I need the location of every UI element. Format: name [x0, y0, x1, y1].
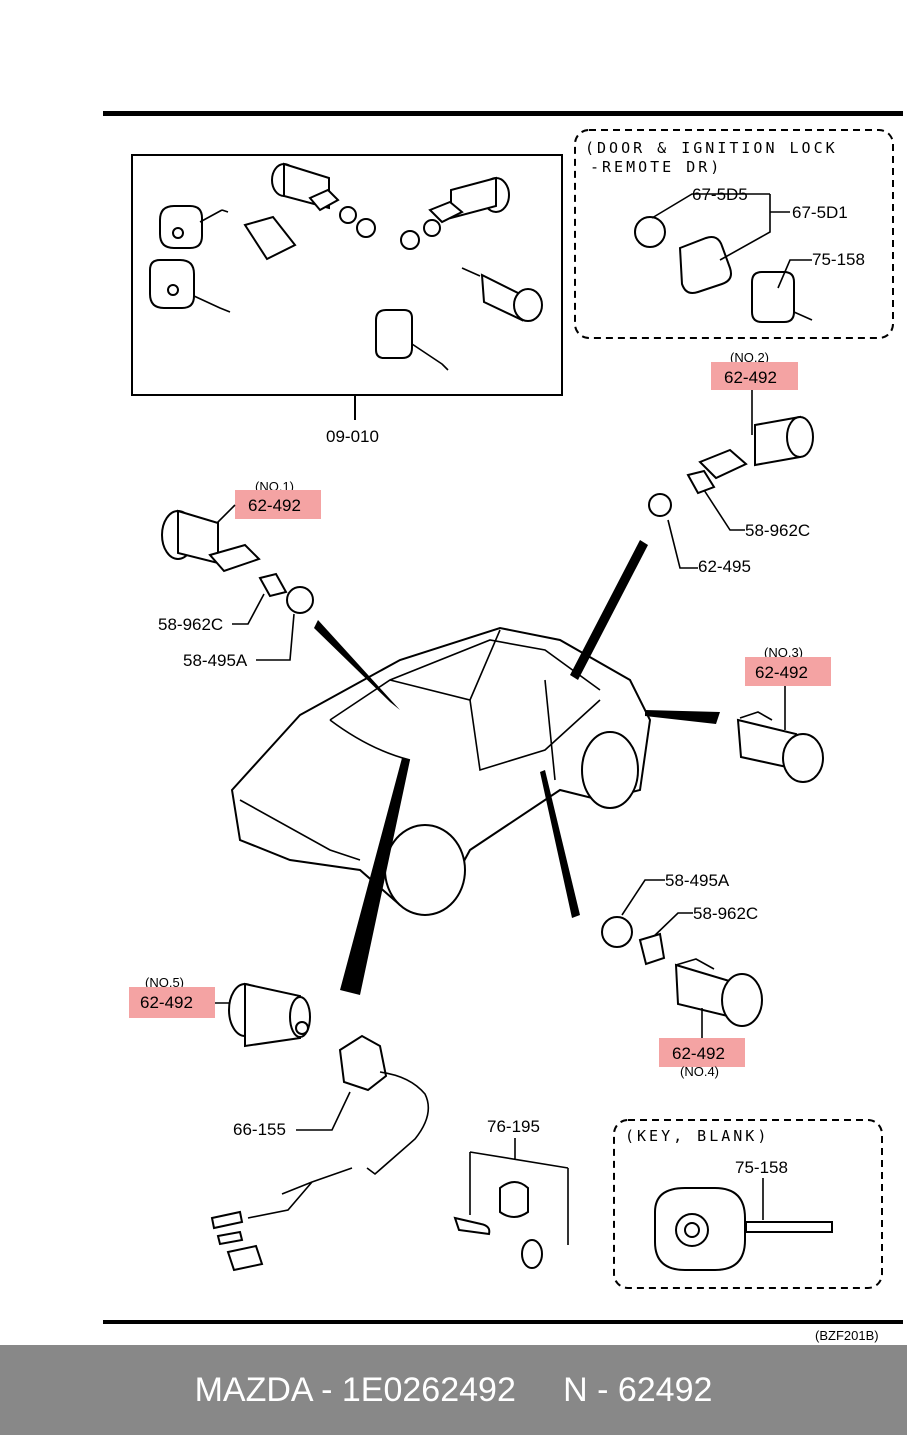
no2-washer-leader — [667, 519, 698, 569]
pointer-no2 — [570, 540, 648, 680]
key-remote-leader — [777, 259, 812, 289]
set-box — [131, 154, 563, 396]
no4-highlight — [659, 1038, 745, 1067]
footer-code: N - 62492 — [563, 1370, 713, 1409]
no3-lock — [736, 711, 824, 783]
switch-label: 66-155 — [233, 1120, 286, 1139]
no5-tag: (NO.5) — [145, 975, 184, 990]
bulb-bracket — [469, 1138, 569, 1245]
no4-part-label: 62-492 — [672, 1044, 725, 1063]
remote-box-title-2: -REMOTE DR) — [590, 158, 722, 176]
no2-tag: (NO.2) — [730, 350, 769, 365]
no2-part-label: 62-492 — [724, 368, 777, 387]
no2-sleeve-label: 58-962C — [745, 521, 810, 540]
bulb-label: 76-195 — [487, 1117, 540, 1136]
no4-washer-label: 58-495A — [665, 871, 730, 890]
remote-box — [574, 129, 894, 339]
parts-diagram: 09-010 (DOOR & IGNITION LOCK -REMOTE DR)… — [103, 111, 903, 1343]
no1-leader — [214, 504, 236, 526]
bottom-rule — [103, 1320, 903, 1324]
no2-highlight — [711, 362, 798, 390]
key-blank-box-title: (KEY, BLANK) — [625, 1127, 769, 1145]
remote-parts — [634, 216, 813, 323]
cap-leader — [651, 193, 770, 219]
no4-sleeve-leader — [649, 912, 693, 941]
no2-lock — [648, 415, 814, 517]
no1-lock — [161, 509, 314, 614]
no2-washer-label: 62-495 — [698, 557, 751, 576]
set-label: 09-010 — [326, 427, 379, 446]
remote-leader — [719, 194, 790, 261]
pointer-no4 — [540, 770, 580, 918]
no3-highlight — [745, 657, 831, 686]
top-rule — [103, 111, 903, 116]
key-blank-box — [613, 1119, 883, 1289]
no1-highlight — [235, 490, 321, 519]
no4-lock — [601, 916, 763, 1027]
key-blank — [654, 1187, 833, 1271]
no4-sleeve-label: 58-962C — [693, 904, 758, 923]
ignition-switch — [210, 1034, 430, 1272]
footer-brand: MAZDA - 1E0262492 — [194, 1370, 516, 1409]
key-blank-label: 75-158 — [735, 1158, 788, 1177]
no5-part-label: 62-492 — [140, 993, 193, 1012]
footer-gap — [516, 1371, 563, 1410]
car — [230, 626, 652, 916]
no5-highlight — [129, 987, 215, 1018]
diagram-code: (BZF201B) — [815, 1328, 879, 1343]
remote-label: 67-5D1 — [792, 203, 848, 222]
no1-sleeve-label: 58-962C — [158, 615, 223, 634]
no1-washer-leader — [256, 613, 295, 661]
pointer-no1 — [314, 620, 400, 710]
footer-bar: MAZDA - 1E0262492 N - 62492 — [0, 1345, 907, 1435]
remote-box-title-1: (DOOR & IGNITION LOCK — [585, 139, 838, 157]
no1-sleeve-leader — [232, 593, 265, 625]
no1-part-label: 62-492 — [248, 496, 301, 515]
bulb-parts — [453, 1181, 543, 1269]
pointer-no5 — [340, 758, 410, 995]
switch-leader — [296, 1091, 351, 1131]
no1-washer-label: 58-495A — [183, 651, 248, 670]
set-box-parts — [149, 162, 543, 371]
no3-tag: (NO.3) — [764, 645, 803, 660]
no4-washer-leader — [621, 879, 665, 916]
cap-label: 67-5D5 — [692, 185, 748, 204]
no2-sleeve-leader — [703, 489, 745, 531]
key-remote-label: 75-158 — [812, 250, 865, 269]
pointer-no3 — [645, 710, 720, 724]
no5-cylinder — [228, 982, 311, 1048]
no4-tag: (NO.4) — [680, 1064, 719, 1079]
no3-part-label: 62-492 — [755, 663, 808, 682]
